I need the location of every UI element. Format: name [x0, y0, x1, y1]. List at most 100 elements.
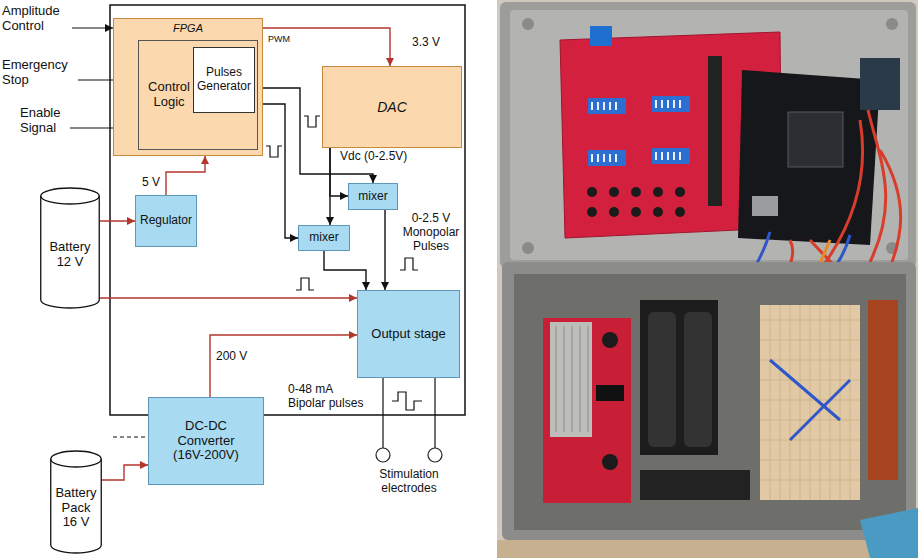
enclosure-base	[502, 262, 916, 540]
input-arrow	[72, 27, 113, 28]
dip-switch	[652, 96, 690, 112]
power-line	[100, 220, 135, 221]
signal-label: 0-48 mA Bipolar pulses	[288, 383, 370, 411]
bipolar-pulse-symbol	[392, 392, 422, 410]
cylinder-rim	[41, 196, 100, 204]
node-label: DAC	[377, 99, 407, 115]
pulse-symbol	[400, 258, 418, 270]
base-inner	[514, 274, 906, 530]
signal-line	[384, 210, 385, 290]
generator-block: Pulses Generator	[193, 47, 255, 113]
push-button	[653, 207, 663, 217]
node-label: Output stage	[371, 327, 445, 342]
node-label: Regulator	[140, 214, 192, 228]
node-label: Battery Pack 16 V	[54, 486, 98, 531]
battery-cylinder: Battery Pack 16 V	[50, 450, 102, 554]
electrode	[428, 448, 442, 462]
push-button	[609, 187, 619, 197]
push-button	[609, 207, 619, 217]
signal-label: PWM	[268, 34, 290, 44]
fpga-chip	[788, 112, 843, 167]
node-label: mixer	[358, 190, 387, 204]
push-button	[653, 187, 663, 197]
usb-connector	[752, 196, 778, 216]
ic-chip	[596, 385, 624, 401]
cylinder-body	[51, 451, 102, 553]
node-label: Battery 12 V	[42, 240, 98, 270]
heat-sink-fins	[556, 326, 588, 432]
converter-block: DC-DC Converter (16V-200V)	[148, 397, 264, 485]
push-button	[675, 207, 685, 217]
perfboard-grid	[760, 305, 860, 500]
node-label: Pulses Generator	[195, 66, 253, 94]
electrode	[376, 448, 390, 462]
power-line	[263, 28, 390, 66]
battery-cylinder: Battery 12 V	[40, 187, 100, 309]
stimulator-housing	[110, 5, 465, 415]
push-button	[631, 207, 641, 217]
output-block: Output stage	[357, 290, 460, 378]
bluetooth-module	[860, 58, 900, 110]
wire	[770, 360, 850, 440]
battery-holder	[640, 300, 718, 455]
pulse-symbol	[266, 146, 282, 157]
signal-line	[329, 148, 330, 225]
input-label: Enable Signal	[20, 106, 68, 136]
terminal-block	[590, 26, 612, 46]
enclosure-lid	[500, 2, 916, 268]
push-button	[587, 207, 597, 217]
pin-header	[708, 56, 722, 206]
dip-switch	[652, 148, 690, 164]
capacitor	[602, 332, 618, 348]
node-label: mixer	[309, 231, 338, 245]
logic-block: Control LogicPulses Generator	[138, 40, 258, 150]
heat-sink	[550, 322, 592, 437]
push-button	[587, 187, 597, 197]
voltage-label: 3.3 V	[412, 36, 440, 50]
mixer-block: mixer	[298, 225, 350, 251]
power-line	[210, 335, 357, 397]
battery-strip	[640, 470, 750, 500]
cylinder-rim	[51, 459, 102, 467]
node-label: Control Logic	[142, 80, 196, 110]
screw-hole	[522, 18, 534, 30]
fpga-board	[738, 70, 880, 245]
node-label: FPGA	[119, 22, 257, 35]
push-button	[631, 187, 641, 197]
screw-hole	[522, 242, 534, 254]
fpga-block: FPGA Control LogicPulses Generator	[113, 18, 263, 156]
switch-levers	[592, 100, 680, 162]
mixer-block: mixer	[348, 183, 398, 210]
power-line	[102, 465, 148, 480]
table	[497, 540, 918, 558]
capacitor	[602, 454, 618, 470]
electrode-wire	[434, 378, 435, 448]
cylinder-body	[41, 188, 100, 308]
signal-label: 0-2.5 V Monopolar Pulses	[400, 212, 462, 253]
pulse-symbol	[296, 278, 314, 290]
power-line	[100, 297, 357, 298]
power-line	[166, 156, 205, 195]
electrode-label: Stimulation electrodes	[369, 468, 449, 496]
signal-label: Vdc (0-2.5V)	[340, 150, 407, 164]
voltage-label: 5 V	[142, 176, 160, 190]
node-label: DC-DC Converter (16V-200V)	[169, 419, 243, 464]
dip-switch	[588, 98, 626, 114]
signal-line	[324, 251, 366, 290]
pulse-symbol	[304, 116, 320, 127]
screw-hole	[886, 18, 898, 30]
power-pcb	[543, 318, 631, 503]
battery-cell	[684, 312, 712, 447]
perfboard	[760, 305, 860, 500]
battery-cell	[648, 312, 676, 447]
copper-sheet	[868, 300, 898, 480]
photo-background	[497, 0, 918, 558]
regulator-block: Regulator	[135, 195, 197, 247]
push-button	[675, 187, 685, 197]
input-label: Emergency Stop	[2, 58, 74, 88]
push-buttons	[587, 187, 685, 217]
dac-block: DAC	[322, 66, 462, 148]
blue-cloth	[860, 508, 918, 558]
voltage-label: 200 V	[216, 350, 247, 364]
